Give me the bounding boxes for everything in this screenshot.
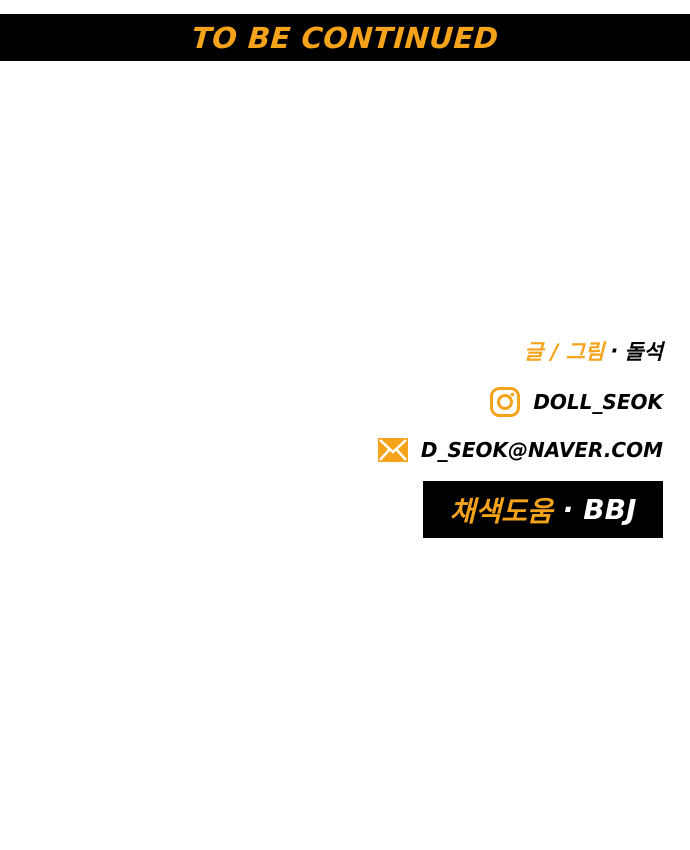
email-address[interactable]: D_SEOK@NAVER.COM (420, 438, 663, 462)
color-assist-name: BBJ (583, 493, 637, 526)
color-assist-separator: · (562, 493, 574, 526)
author-separator: · (610, 339, 619, 363)
author-label: 글 / 그림 (524, 340, 605, 364)
credits-block: 글 / 그림 · 돌석 DOLL_SEOK D_SEOK@NAVER.COM 채… (377, 335, 663, 538)
author-credit: 글 / 그림 · 돌석 (524, 335, 663, 367)
color-assist-label: 채색도움 (449, 494, 553, 528)
instagram-handle[interactable]: DOLL_SEOK (533, 390, 663, 414)
envelope-icon (377, 437, 409, 463)
author-name: 돌석 (624, 340, 663, 364)
to-be-continued-banner: TO BE CONTINUED (0, 14, 690, 61)
color-assist-credit: 채색도움 · BBJ (423, 481, 663, 538)
email-credit: D_SEOK@NAVER.COM (377, 433, 663, 467)
instagram-credit: DOLL_SEOK (489, 385, 663, 419)
banner-title: TO BE CONTINUED (190, 20, 500, 55)
instagram-icon (489, 386, 521, 418)
